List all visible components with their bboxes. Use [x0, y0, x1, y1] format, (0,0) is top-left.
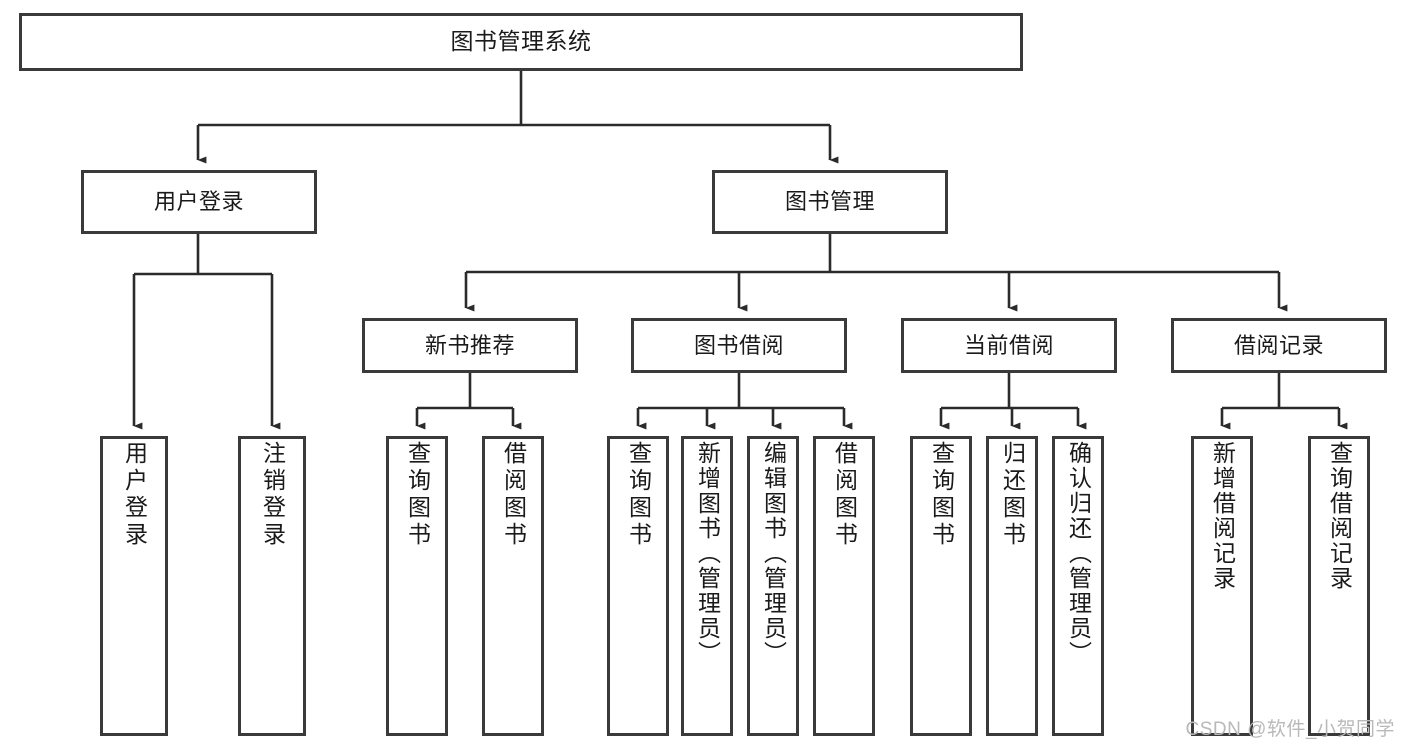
leaf-borrow-query[interactable]: 查询图书	[607, 436, 669, 736]
node-label: 归还图书	[999, 441, 1026, 549]
node-current-borrow[interactable]: 当前借阅	[901, 318, 1117, 373]
node-label: 查询图书	[404, 441, 431, 549]
node-label: 借阅图书	[500, 441, 527, 549]
leaf-new-books-query[interactable]: 查询图书	[386, 436, 448, 736]
node-new-book-recommend[interactable]: 新书推荐	[362, 318, 578, 373]
csdn-watermark: CSDN @软件_小贺同学	[1185, 719, 1395, 740]
node-label: 确认归还（管理员）	[1065, 441, 1092, 666]
node-label: 借阅记录	[1233, 332, 1324, 358]
node-label: 借阅图书	[831, 441, 858, 549]
node-label: 新增借阅记录	[1209, 441, 1236, 591]
node-user-login[interactable]: 用户登录	[81, 170, 317, 234]
leaf-current-query[interactable]: 查询图书	[910, 436, 972, 736]
node-borrow-records[interactable]: 借阅记录	[1171, 318, 1387, 373]
leaf-current-return[interactable]: 归还图书	[986, 436, 1038, 736]
node-label: 当前借阅	[963, 332, 1054, 358]
leaf-records-add-record[interactable]: 新增借阅记录	[1191, 436, 1253, 736]
node-label: 图书管理系统	[450, 28, 592, 55]
node-label: 新增图书（管理员）	[694, 441, 721, 666]
node-label: 查询借阅记录	[1326, 441, 1353, 591]
node-label: 图书管理	[784, 189, 875, 215]
leaf-borrow-borrow-book[interactable]: 借阅图书	[813, 436, 875, 736]
node-label: 图书借阅	[693, 332, 784, 358]
node-label: 用户登录	[121, 441, 148, 549]
node-label: 查询图书	[625, 441, 652, 549]
leaf-new-books-borrow[interactable]: 借阅图书	[482, 436, 544, 736]
leaf-borrow-add-book-admin[interactable]: 新增图书（管理员）	[681, 436, 733, 736]
node-label: 注销登录	[259, 441, 286, 549]
node-label: 新书推荐	[424, 332, 515, 358]
node-book-borrow[interactable]: 图书借阅	[631, 318, 847, 373]
node-label: 查询图书	[928, 441, 955, 549]
node-book-management[interactable]: 图书管理	[712, 170, 948, 234]
node-label: 用户登录	[153, 189, 244, 215]
node-root-system[interactable]: 图书管理系统	[19, 13, 1023, 71]
node-label: 编辑图书（管理员）	[760, 441, 787, 666]
leaf-user-login-logout[interactable]: 注销登录	[238, 436, 306, 736]
leaf-borrow-edit-book-admin[interactable]: 编辑图书（管理员）	[747, 436, 799, 736]
leaf-current-confirm-return-admin[interactable]: 确认归还（管理员）	[1052, 436, 1104, 736]
leaf-user-login-login[interactable]: 用户登录	[100, 436, 168, 736]
leaf-records-query-record[interactable]: 查询借阅记录	[1308, 436, 1370, 736]
